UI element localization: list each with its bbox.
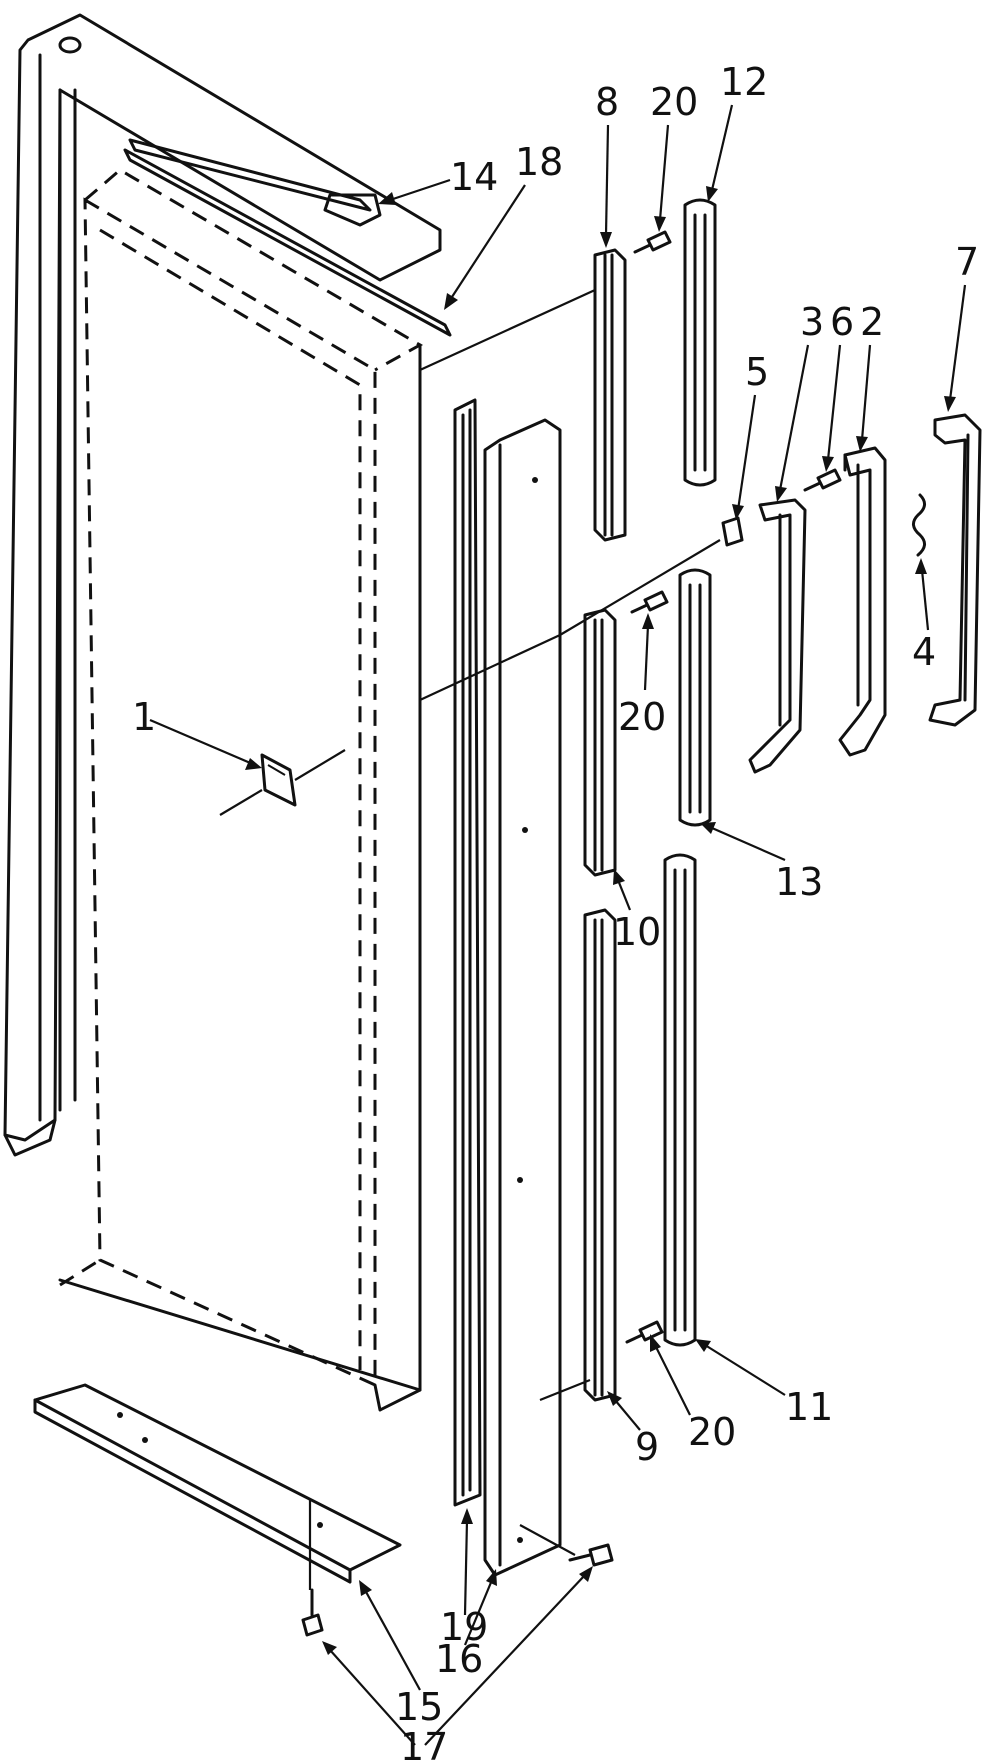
part-12-handle-end bbox=[683, 198, 717, 487]
part-3-handle-bracket bbox=[748, 498, 807, 774]
callout-7: 7 bbox=[955, 240, 979, 284]
callout-9: 9 bbox=[635, 1425, 659, 1469]
part-20-screw-mid bbox=[630, 590, 669, 614]
callout-20b: 20 bbox=[618, 695, 666, 739]
part-17-screw-left bbox=[301, 1588, 324, 1637]
part-7-handle-bar bbox=[928, 413, 982, 727]
callout-17: 17 bbox=[400, 1725, 448, 1764]
callout-5: 5 bbox=[745, 350, 769, 394]
door-inner-liner bbox=[58, 168, 424, 1412]
part-20-screw-bottom bbox=[625, 1320, 664, 1344]
assembly-lines bbox=[308, 288, 721, 1590]
callout-4: 4 bbox=[912, 630, 936, 674]
callout-12: 12 bbox=[720, 60, 768, 104]
callout-18: 18 bbox=[515, 140, 563, 184]
part-10-channel bbox=[583, 608, 617, 877]
part-9-channel bbox=[583, 908, 617, 1402]
callout-13: 13 bbox=[775, 860, 823, 904]
callout-8: 8 bbox=[595, 80, 619, 124]
part-13-handle-mid bbox=[678, 568, 712, 827]
part-8-channel bbox=[593, 248, 627, 542]
part-5-clip bbox=[721, 516, 744, 547]
callout-10: 10 bbox=[613, 910, 661, 954]
callout-20c: 20 bbox=[688, 1410, 736, 1454]
callout-3: 3 bbox=[800, 300, 824, 344]
callout-15: 15 bbox=[395, 1685, 443, 1729]
callout-6: 6 bbox=[830, 300, 854, 344]
part-1-bracket bbox=[219, 749, 346, 816]
callout-11: 11 bbox=[785, 1385, 833, 1429]
callout-19: 19 bbox=[440, 1605, 488, 1649]
part-4-spring bbox=[912, 493, 926, 557]
part-18-top-channel bbox=[123, 148, 452, 337]
callout-20a: 20 bbox=[650, 80, 698, 124]
part-17-screw-right bbox=[568, 1543, 614, 1567]
part-15-bottom-trim bbox=[33, 1383, 402, 1584]
callout-1: 1 bbox=[132, 695, 156, 739]
part-6-screw bbox=[803, 468, 842, 492]
callout-labels: 1 2 3 4 5 6 7 8 9 10 11 12 13 14 15 16 1… bbox=[132, 60, 979, 1764]
callout-16: 16 bbox=[435, 1637, 483, 1681]
part-14-top-trim bbox=[128, 138, 382, 227]
callout-14: 14 bbox=[450, 155, 498, 199]
part-20-screw-top bbox=[633, 230, 672, 254]
part-2-handle bbox=[838, 446, 887, 757]
part-11-handle-bottom bbox=[663, 853, 697, 1347]
part-16-panel bbox=[483, 418, 562, 1577]
part-19-channel bbox=[453, 398, 482, 1507]
door-outer-frame bbox=[3, 13, 442, 1157]
leader-arrows bbox=[149, 104, 967, 1746]
callout-2: 2 bbox=[860, 300, 884, 344]
